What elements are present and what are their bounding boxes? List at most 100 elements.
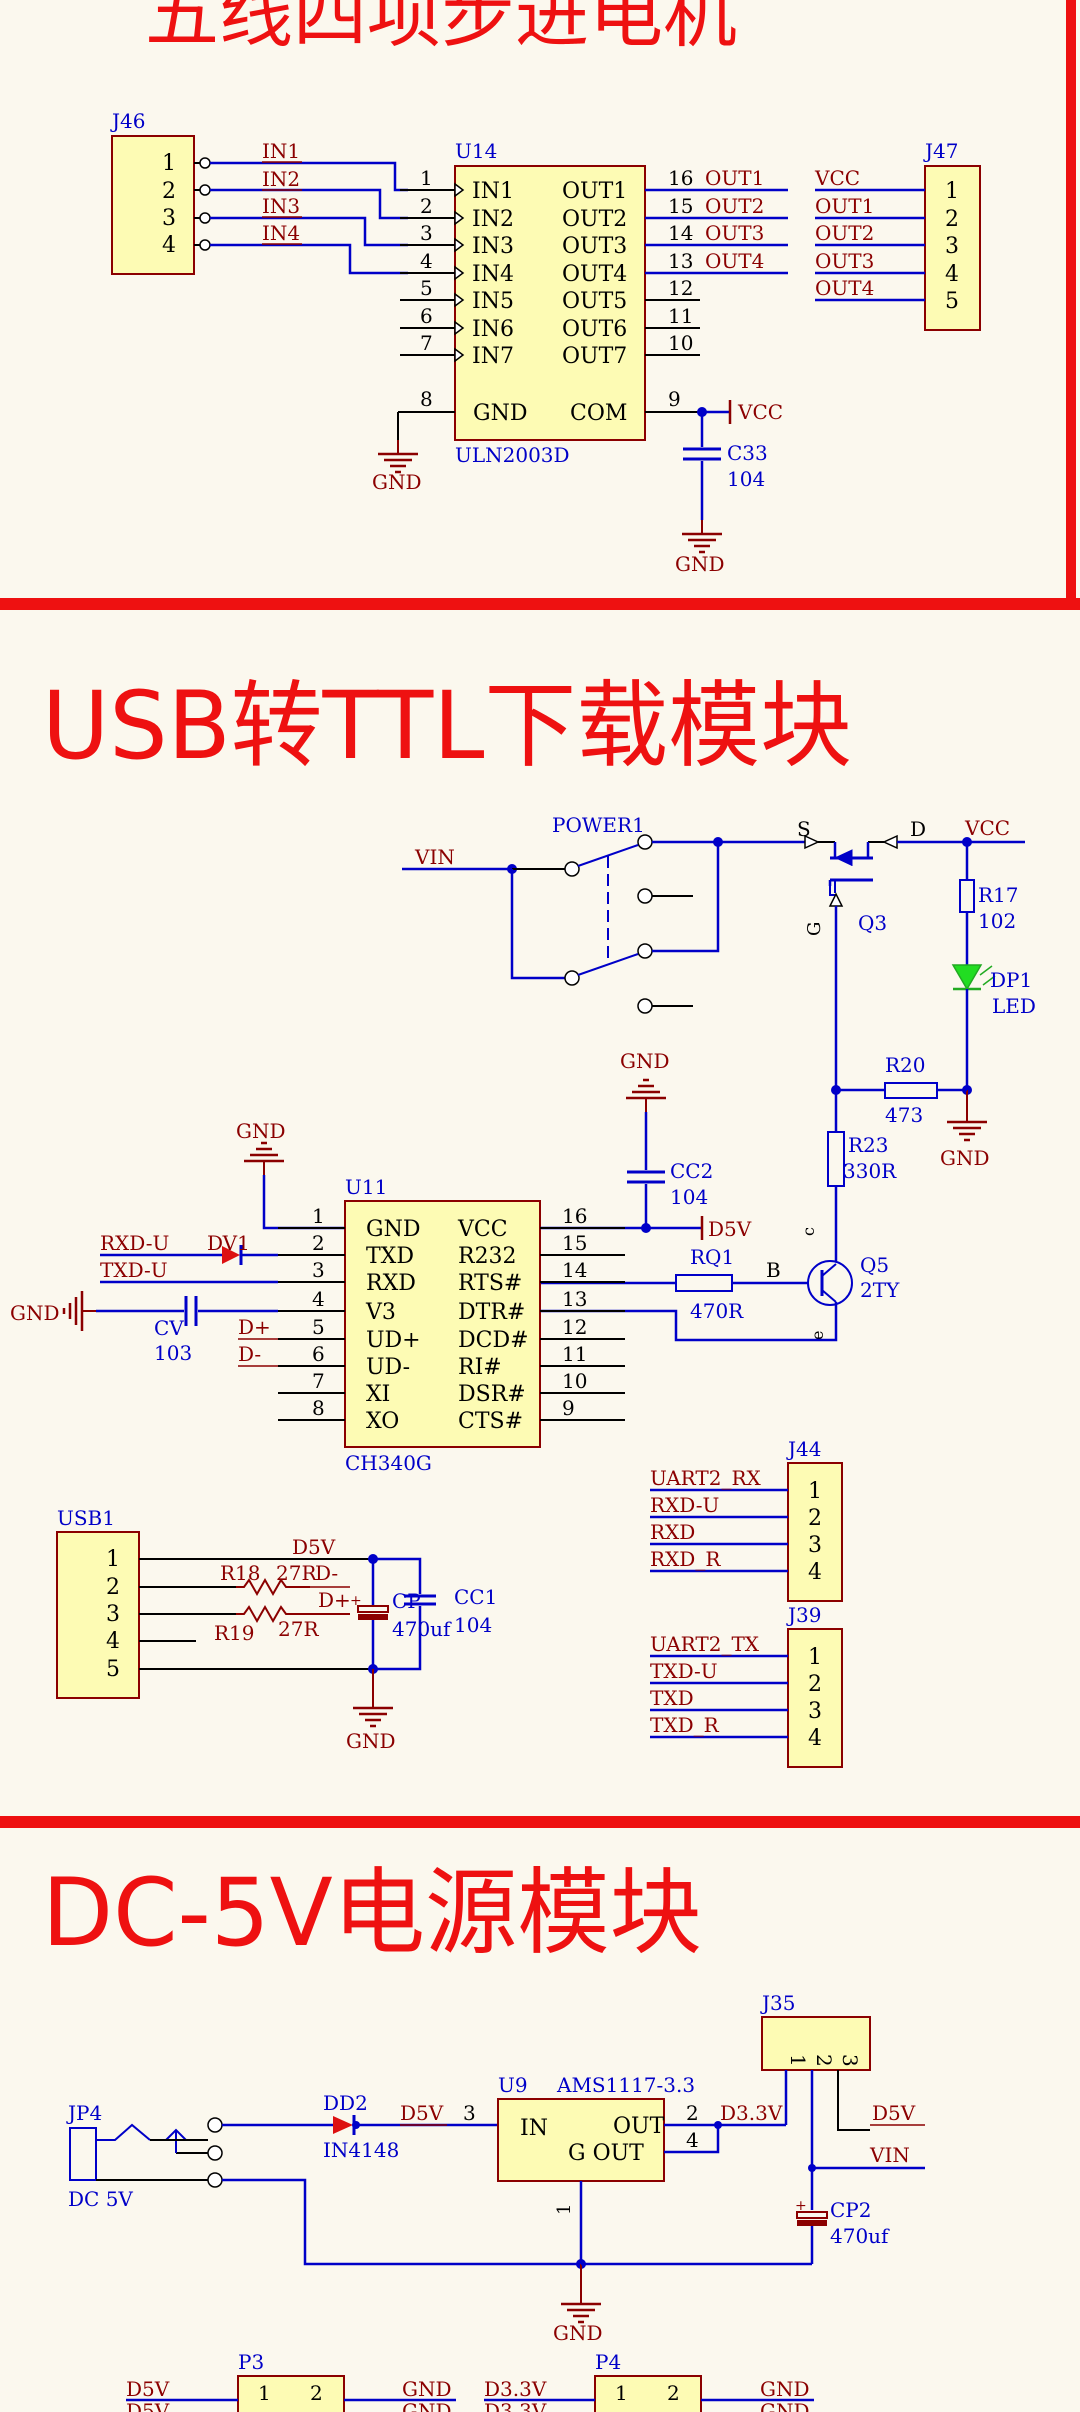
- p4-left-2: D3.3V: [484, 2399, 547, 2412]
- u11-lnum-3: 3: [312, 1258, 325, 1282]
- connector-usb1: USB1 1 2 3 4 5: [56, 1506, 140, 1699]
- u9-ref: U9: [498, 2073, 528, 2097]
- u14-lnum-4: 4: [420, 249, 433, 273]
- j46-ref: J46: [110, 109, 145, 133]
- u11-rnum-6: 11: [562, 1342, 587, 1366]
- gnd-label-cc2-top: GND: [620, 1049, 670, 1073]
- cp-plus: +: [350, 1593, 362, 1609]
- out-wires: [645, 188, 788, 275]
- u9-part: AMS1117-3.3: [556, 2073, 695, 2097]
- rq1-value: 470R: [690, 1299, 744, 1323]
- in-wires: [210, 161, 408, 275]
- usb1-pin-2: 2: [106, 1575, 120, 1600]
- u11-right-1: VCC: [457, 1217, 508, 1242]
- dplus-label-usb: D+: [318, 1588, 351, 1612]
- u11-rnum-8: 9: [562, 1396, 575, 1420]
- jp4-value: DC 5V: [68, 2187, 133, 2211]
- cc2-value: 104: [670, 1185, 708, 1209]
- j47-net-4: OUT3: [815, 249, 874, 273]
- rxd-u-label: RXD-U: [100, 1231, 169, 1255]
- u11-left-6: UD-: [366, 1355, 410, 1380]
- cc1-value: 104: [454, 1613, 492, 1637]
- u11-lnum-8: 8: [312, 1396, 325, 1420]
- vcc-label-q3: VCC: [964, 816, 1010, 840]
- j39-net-4: TXD_R: [650, 1713, 720, 1737]
- q5-b-label: B: [766, 1258, 781, 1282]
- jp4-ref: JP4: [66, 2101, 102, 2125]
- j47-net-5: OUT4: [815, 276, 874, 300]
- r23-body: [827, 1131, 845, 1187]
- d5v-label-j35: D5V: [872, 2101, 916, 2125]
- j44-pin-3: 3: [808, 1533, 822, 1558]
- u9-pin-g: 1: [554, 2204, 575, 2215]
- dv1-diode: [222, 1246, 240, 1264]
- p3-right-2: GND: [402, 2399, 452, 2412]
- u14-lnum-2: 2: [420, 194, 433, 218]
- u14-left-1: IN1: [472, 179, 514, 204]
- j39-pin-4: 4: [808, 1726, 822, 1751]
- net-in3: IN3: [262, 194, 300, 218]
- j39-net-3: TXD: [650, 1686, 694, 1710]
- j47-net-3: OUT2: [815, 221, 874, 245]
- cp2-plus: +: [795, 2198, 807, 2214]
- u14-right-4: OUT4: [562, 262, 627, 287]
- usb1-pin-3: 3: [106, 1602, 120, 1627]
- j39-net-1: UART2_TX: [650, 1632, 760, 1656]
- q5-value: 2TY: [860, 1278, 900, 1302]
- u11-left-4: V3: [365, 1300, 396, 1325]
- j46-pin-2: 2: [162, 179, 176, 204]
- u14-rnum-3: 14: [668, 221, 693, 245]
- j44-pin-2: 2: [808, 1506, 822, 1531]
- dd2-diode: [333, 2116, 353, 2134]
- txd-u-label: TXD-U: [100, 1258, 168, 1282]
- u14-lnum-5: 5: [420, 276, 433, 300]
- j47-ref: J47: [923, 139, 958, 163]
- usb-section: USB转TTL下载模块 POWER1 VIN S D: [0, 672, 1080, 1828]
- dd2-ref: DD2: [323, 2091, 368, 2115]
- u11-rnum-4: 13: [562, 1287, 587, 1311]
- u11-right-8: CTS#: [458, 1409, 523, 1434]
- q3-ref: Q3: [858, 911, 887, 935]
- p3-left-1: D5V: [126, 2377, 170, 2401]
- u14-lnum-1: 1: [420, 166, 433, 190]
- power1-ref: POWER1: [552, 813, 645, 837]
- gnd-label-dp1: GND: [940, 1146, 990, 1170]
- u14-rnum-5: 12: [668, 276, 693, 300]
- j47-pin-2: 2: [945, 207, 959, 232]
- u14-left-3: IN3: [472, 234, 514, 259]
- u11-right-6: RI#: [458, 1355, 502, 1380]
- c33-value: 104: [727, 467, 765, 491]
- u11-right-3: RTS#: [458, 1271, 522, 1296]
- dminus-label-usb: D-: [315, 1561, 338, 1585]
- u11-rnum-5: 12: [562, 1315, 587, 1339]
- q3-d-label: D: [910, 817, 926, 841]
- u14-lnum-6: 6: [420, 304, 433, 328]
- u11-lnum-6: 6: [312, 1342, 325, 1366]
- j35-pin-3: 3: [838, 2054, 862, 2067]
- cp-value: 470uf: [392, 1617, 452, 1641]
- cc1-ref: CC1: [454, 1585, 497, 1609]
- u14-part: ULN2003D: [455, 443, 570, 467]
- r23-value: 330R: [843, 1159, 897, 1183]
- u11-left-3: RXD: [366, 1271, 416, 1296]
- u11-left-8: XO: [366, 1409, 399, 1434]
- u11-right-2: R232: [458, 1244, 517, 1269]
- q3-g-label: G: [804, 922, 825, 936]
- j39-pin-3: 3: [808, 1699, 822, 1724]
- p4-pin-2: 2: [667, 2381, 680, 2405]
- u9-gout-label: G OUT: [568, 2141, 644, 2166]
- connector-j35: J35 1 2 3: [760, 1991, 871, 2071]
- vin-label-switch: VIN: [414, 845, 455, 869]
- net-in4: IN4: [262, 221, 300, 245]
- dc-section: DC-5V电源模块 JP4 DC 5V DD2 IN4148 D5V 3 U9 …: [42, 1859, 925, 2412]
- d5v-label-u11: D5V: [708, 1217, 752, 1241]
- gnd-label-cv: GND: [10, 1301, 60, 1325]
- u11-right-7: DSR#: [458, 1382, 526, 1407]
- p4-ref: P4: [595, 2350, 621, 2374]
